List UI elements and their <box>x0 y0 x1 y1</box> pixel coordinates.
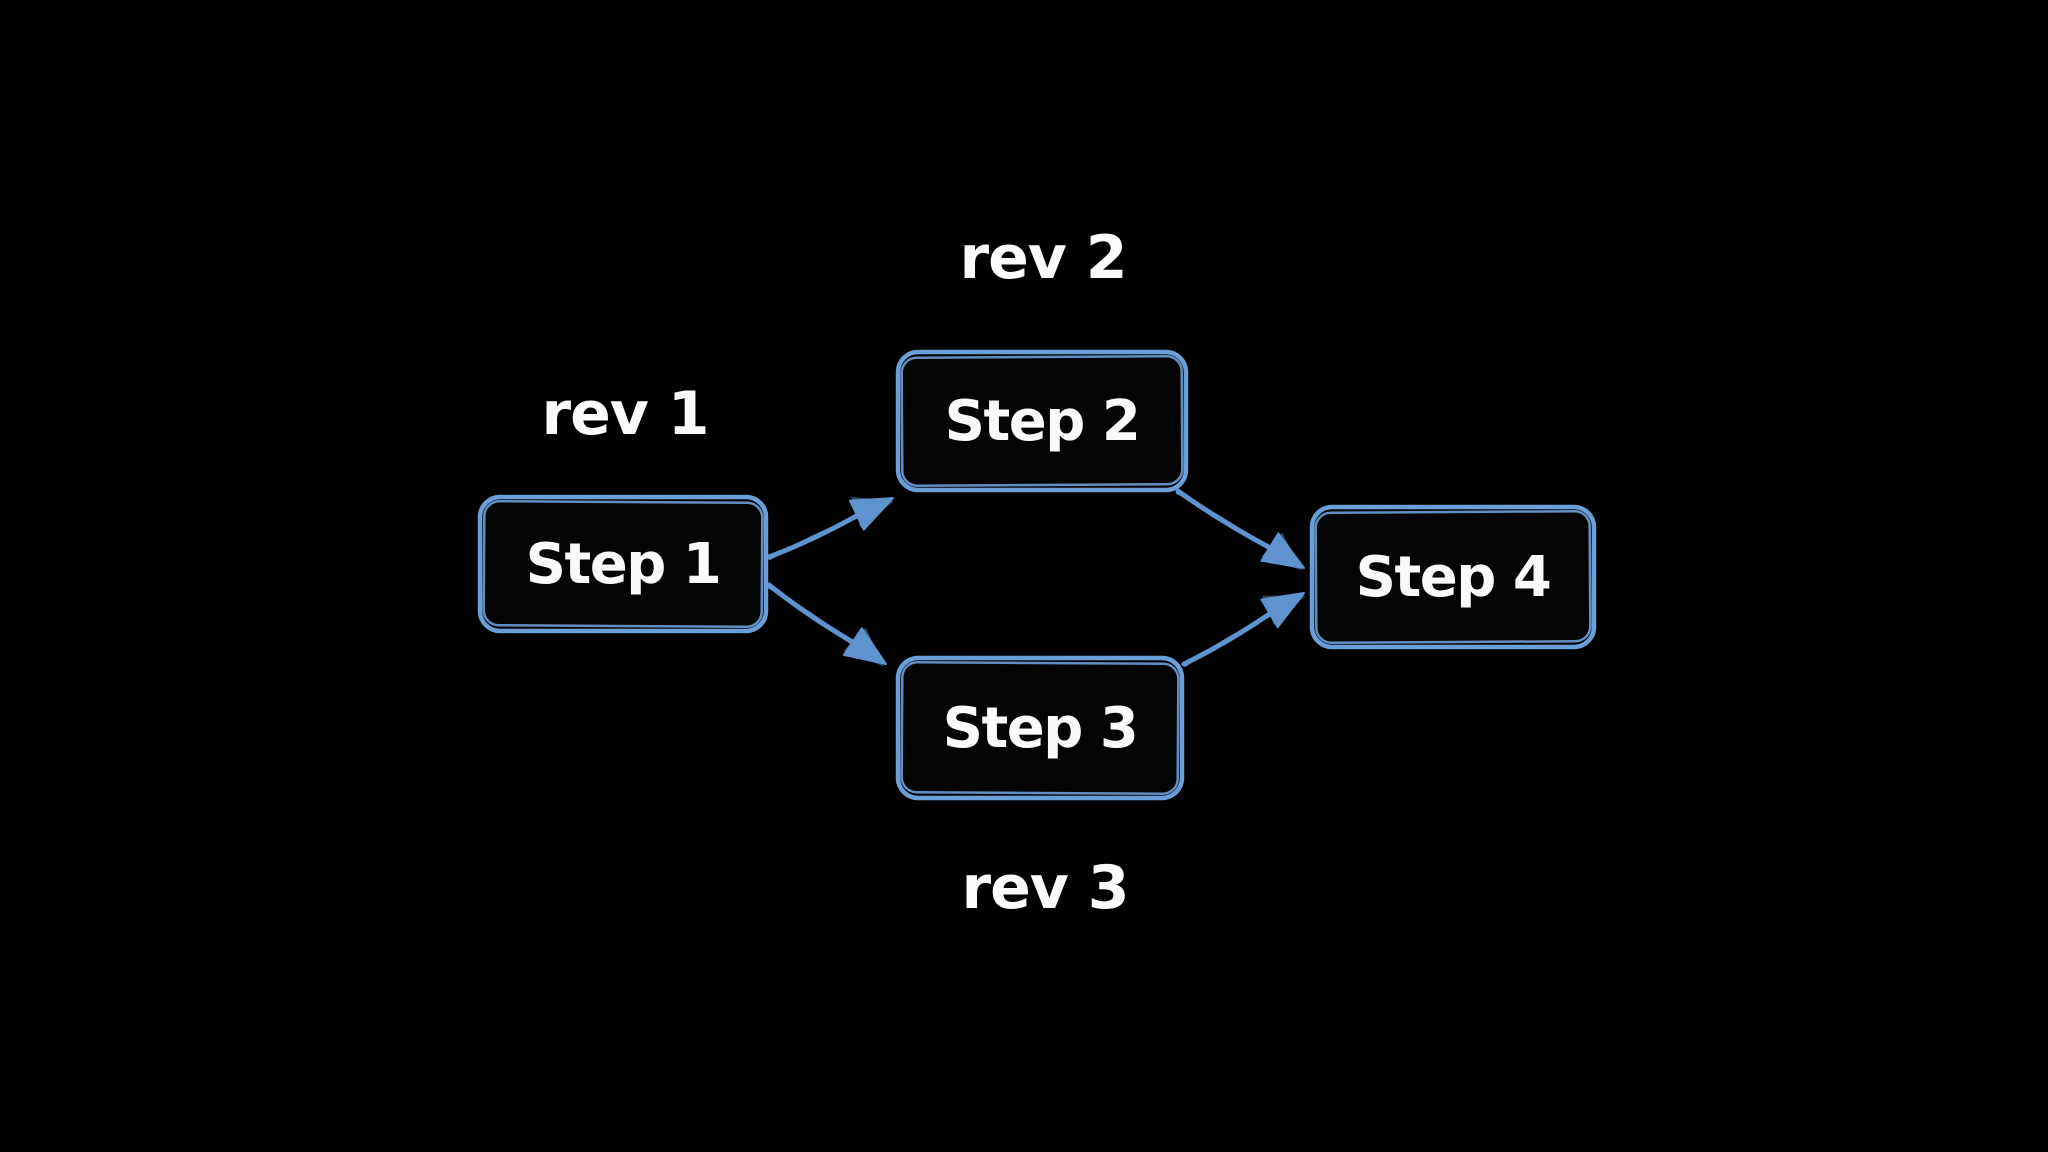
node-step1[interactable]: Step 1 <box>480 497 766 631</box>
node-step4[interactable]: Step 4 <box>1312 507 1594 647</box>
annotation-rev3: rev 3 <box>961 853 1129 923</box>
edge-step2-step4 <box>1175 488 1305 571</box>
node-box-step4 <box>1309 504 1597 650</box>
edge-line <box>1175 488 1280 554</box>
node-step3-label: Step 3 <box>942 695 1139 761</box>
arrowhead-icon <box>849 497 894 531</box>
node-box-step1 <box>477 494 769 634</box>
arrowhead-icon <box>842 627 887 665</box>
node-border-inner <box>1314 510 1592 644</box>
node-step4-label: Step 4 <box>1355 544 1552 610</box>
edge-step3-step4 <box>1181 592 1306 668</box>
node-border-outer <box>477 494 769 634</box>
node-box-step3 <box>895 655 1185 801</box>
edge-step1-step2 <box>766 496 895 561</box>
node-box-step2 <box>895 349 1189 493</box>
edge-line <box>766 582 862 649</box>
node-step1-label: Step 1 <box>525 531 722 597</box>
arrowhead-icon <box>1260 532 1305 569</box>
node-border-inner <box>482 499 764 629</box>
node-step2[interactable]: Step 2 <box>898 352 1186 490</box>
node-step2-label: Step 2 <box>944 388 1141 454</box>
arrowhead-icon <box>1260 592 1305 629</box>
node-step3[interactable]: Step 3 <box>898 658 1182 798</box>
node-border-outer <box>895 349 1189 493</box>
node-border-outer <box>895 655 1185 801</box>
edge-line <box>766 509 867 560</box>
annotation-rev1: rev 1 <box>541 379 709 449</box>
annotation-rev2: rev 2 <box>959 223 1127 293</box>
node-border-outer <box>1309 504 1597 650</box>
node-border-inner <box>900 660 1180 796</box>
edge-step1-step3 <box>766 582 887 667</box>
edge-line <box>1181 606 1279 667</box>
node-border-inner <box>900 354 1184 488</box>
